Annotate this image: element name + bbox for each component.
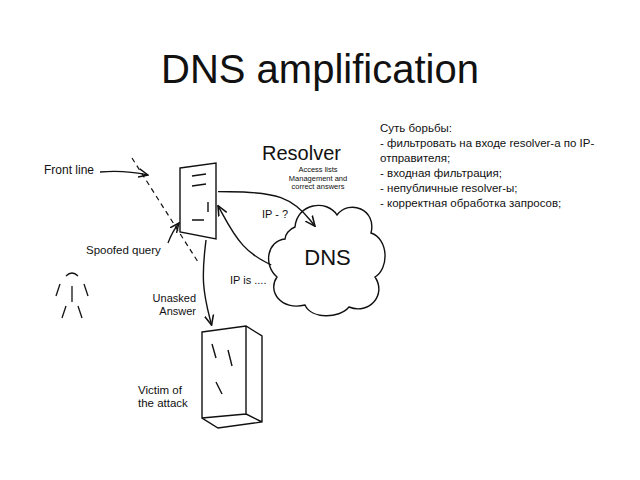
door-outline (178, 162, 218, 240)
spoofed-query-arrow (168, 223, 179, 243)
edge-label: Unasked Answer (138, 292, 198, 317)
note-block: Суть борьбы:- фильтровать на входе resol… (380, 121, 632, 211)
connector-arrow (218, 192, 315, 227)
connector-arrow (203, 240, 211, 325)
title: DNS amplification (0, 46, 640, 92)
spoofed-query-label: Spoofed query (86, 244, 161, 257)
note-line: - фильтровать на входе resolver-а по IP-… (380, 136, 632, 166)
note-line: - корректная обработка запросов; (380, 196, 632, 211)
node-note: Access lists Management and correct answ… (278, 166, 358, 192)
edge-label: IP - ? (260, 208, 290, 221)
note-line: - непубличные resolver-ы; (380, 181, 632, 196)
front-line-pointer (100, 171, 148, 175)
resolver-box: ResolverAccess lists Management and corr… (178, 162, 218, 240)
attacker-figure (56, 273, 88, 318)
front-line-label: Front line (44, 164, 94, 178)
note-line: Суть борьбы: (380, 121, 632, 136)
node-heading: Victim of the attack (138, 384, 196, 410)
edge-label: IP is .... (228, 274, 268, 287)
victim-box: Victim of the attack (198, 322, 266, 430)
victim-outline (198, 322, 266, 430)
node-heading: Resolver (262, 142, 362, 165)
node-label: DNS (304, 245, 350, 270)
note-line: - входная фильтрация; (380, 166, 632, 181)
